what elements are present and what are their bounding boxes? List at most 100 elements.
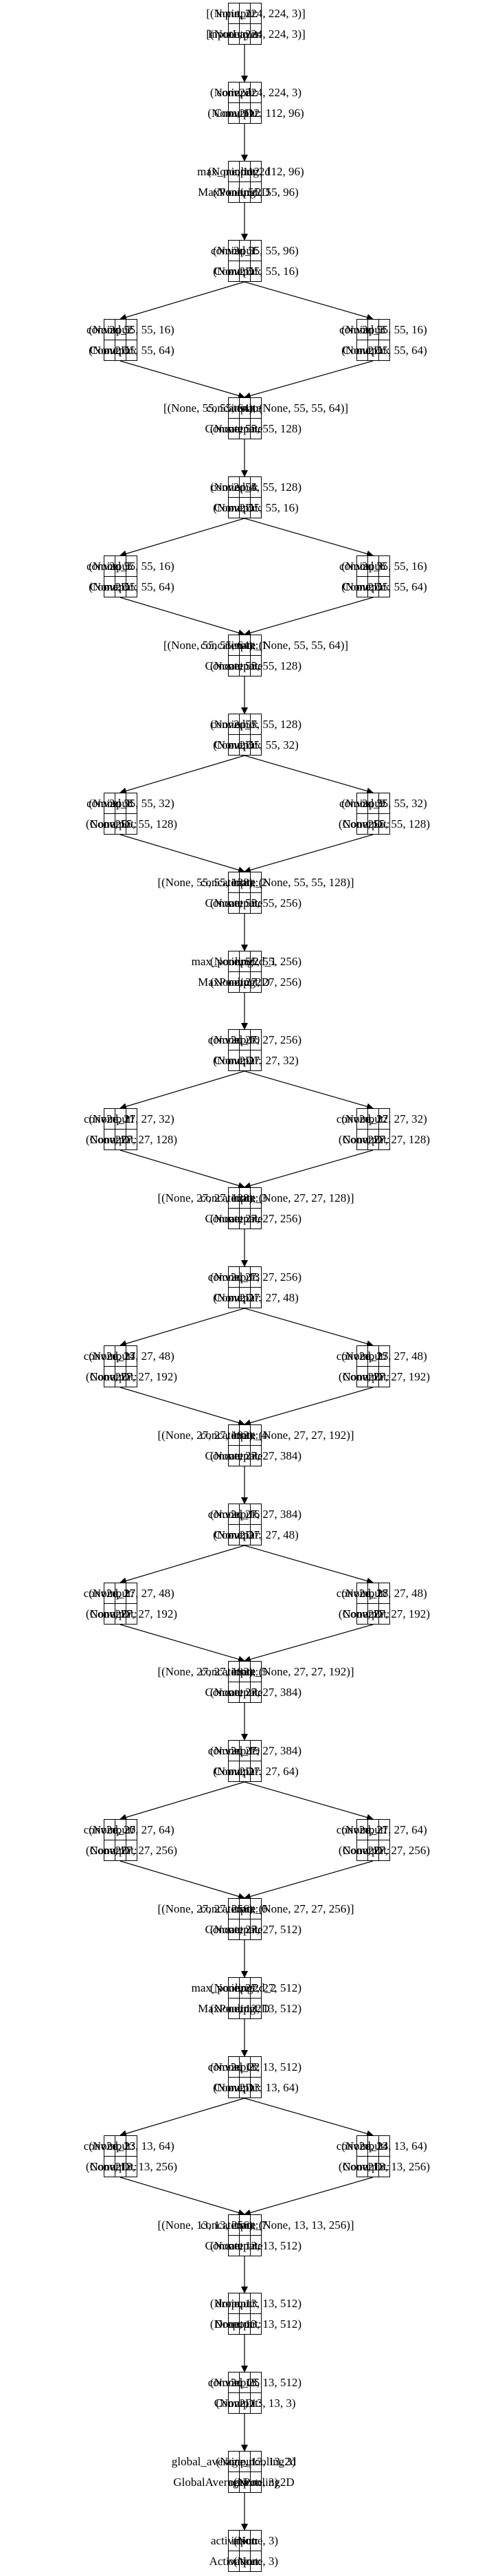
layer-name: max_pooling2d: [197, 165, 271, 178]
input-shape: [(None, 224, 224, 3)]: [206, 7, 305, 20]
input-shape: (None, 3): [234, 2534, 278, 2547]
edge-arrow: [120, 1545, 245, 1585]
output-shape: (None, 55, 55, 96): [213, 186, 299, 199]
layer-type: Conv2D: [214, 1765, 254, 1778]
output-shape: (None, 27, 27, 512): [210, 1923, 302, 1936]
input-shape: [(None, 55, 55, 128), (None, 55, 55, 128…: [157, 876, 354, 889]
layer-node: max_pooling2d_2MaxPooling2Dinput:output:…: [192, 1977, 302, 2019]
layer-name: conv2d_14: [84, 1350, 136, 1363]
input-label: input:: [231, 639, 259, 652]
output-label: output:: [228, 27, 261, 41]
edge-arrow: [244, 1070, 374, 1110]
layer-type: MaxPooling2D: [198, 2002, 270, 2015]
edge-arrow: [120, 281, 245, 321]
layer-type: Conv2D: [90, 1370, 130, 1383]
layer-name: conv2d_20: [84, 1823, 136, 1836]
output-shape: (None, 55, 55, 64): [89, 580, 174, 593]
output-label: output:: [228, 2081, 261, 2094]
edge-arrow: [120, 1781, 245, 1821]
output-label: output:: [104, 580, 137, 593]
layer-type: MaxPooling2D: [198, 976, 270, 989]
layer-name: conv2d_15: [337, 1350, 389, 1363]
input-shape: [(None, 27, 27, 192), (None, 27, 27, 192…: [157, 1429, 354, 1442]
edge-arrow: [244, 1860, 374, 1900]
output-shape: (None, 27, 27, 192): [339, 1370, 430, 1383]
input-label: input:: [231, 86, 259, 99]
input-label: input:: [231, 718, 259, 731]
input-label: input:: [360, 560, 387, 573]
input-label: input:: [231, 1902, 259, 1915]
layer-name: activation: [211, 2534, 258, 2547]
output-shape: (None, 27, 27, 192): [86, 1607, 177, 1620]
layer-node: concatenate_7Concatenateinput:output:[(N…: [157, 2214, 354, 2256]
layer-name: conv2d_18: [337, 1587, 389, 1600]
layer-name: max_pooling2d_1: [192, 955, 277, 968]
output-label: output:: [228, 2555, 261, 2568]
input-shape: (None, 27, 27, 256): [210, 1033, 302, 1046]
input-label: input:: [231, 7, 259, 20]
layer-name: concatenate_2: [201, 876, 267, 889]
output-shape: (None, 13, 13, 256): [339, 2160, 430, 2173]
layer-type: Concatenate: [205, 1212, 262, 1225]
input-shape: (None, 13, 13, 512): [210, 2060, 302, 2073]
input-label: input:: [231, 955, 259, 968]
input-label: input:: [231, 1191, 259, 1204]
layer-name: conv2d_25: [208, 2376, 260, 2389]
edge-arrow: [244, 1387, 374, 1427]
input-label: input:: [360, 323, 387, 336]
layer-name: input_1: [216, 7, 252, 20]
output-label: output:: [228, 1291, 261, 1304]
input-label: input:: [231, 1665, 259, 1678]
output-shape: (None, 13, 13, 3): [216, 2397, 295, 2410]
layer-name: conv2d_17: [84, 1587, 136, 1600]
input-label: input:: [231, 165, 259, 178]
input-label: input:: [231, 2060, 259, 2073]
output-label: output:: [356, 1607, 389, 1620]
edges-layer: [120, 45, 374, 2531]
layer-name: concatenate: [206, 401, 261, 415]
layer-node: max_pooling2dMaxPooling2Dinput:output:(N…: [197, 161, 304, 203]
output-label: output:: [228, 2002, 261, 2015]
input-shape: [(None, 55, 55, 64), (None, 55, 55, 64)]: [163, 639, 348, 652]
layer-type: Conv2D: [214, 738, 254, 751]
edge-arrow: [120, 1860, 245, 1900]
layer-type: Concatenate: [205, 1449, 262, 1462]
layer-node: concatenate_6Concatenateinput:output:[(N…: [157, 1898, 354, 1940]
output-shape: (None, 3): [234, 2555, 278, 2568]
output-label: output:: [228, 1923, 261, 1936]
output-label: output:: [104, 1370, 137, 1383]
input-shape: (None, 27, 27, 64): [341, 1823, 427, 1836]
output-shape: (None, 55, 55, 16): [213, 265, 299, 278]
output-label: output:: [356, 580, 389, 593]
output-label: output:: [356, 344, 389, 357]
output-label: output:: [104, 2160, 137, 2173]
layer-name: max_pooling2d_2: [192, 1981, 277, 1994]
layer-node: activationActivationinput:output:(None, …: [209, 2530, 278, 2572]
layer-type: Conv2D: [90, 1844, 130, 1857]
layer-node: concatenate_2Concatenateinput:output:[(N…: [157, 872, 354, 914]
output-label: output:: [228, 896, 261, 910]
output-label: output:: [104, 1133, 137, 1146]
output-shape: (None, 55, 55, 128): [210, 659, 302, 672]
input-label: input:: [360, 1112, 387, 1125]
input-shape: (None, 27, 27, 48): [89, 1350, 174, 1363]
input-shape: (None, 13, 13, 64): [89, 2139, 174, 2153]
layer-name: conv2d_10: [208, 1033, 260, 1046]
input-shape: (None, 13, 13, 3): [216, 2455, 295, 2468]
layer-name: conv2d_13: [208, 1270, 260, 1284]
output-label: output:: [356, 2160, 389, 2173]
input-label: input:: [231, 1270, 259, 1284]
output-label: output:: [228, 107, 261, 120]
layer-node: global_average_pooling2dGlobalAveragePoo…: [172, 2451, 297, 2493]
edge-arrow: [120, 1149, 245, 1189]
input-shape: (None, 27, 27, 512): [210, 1981, 302, 1994]
